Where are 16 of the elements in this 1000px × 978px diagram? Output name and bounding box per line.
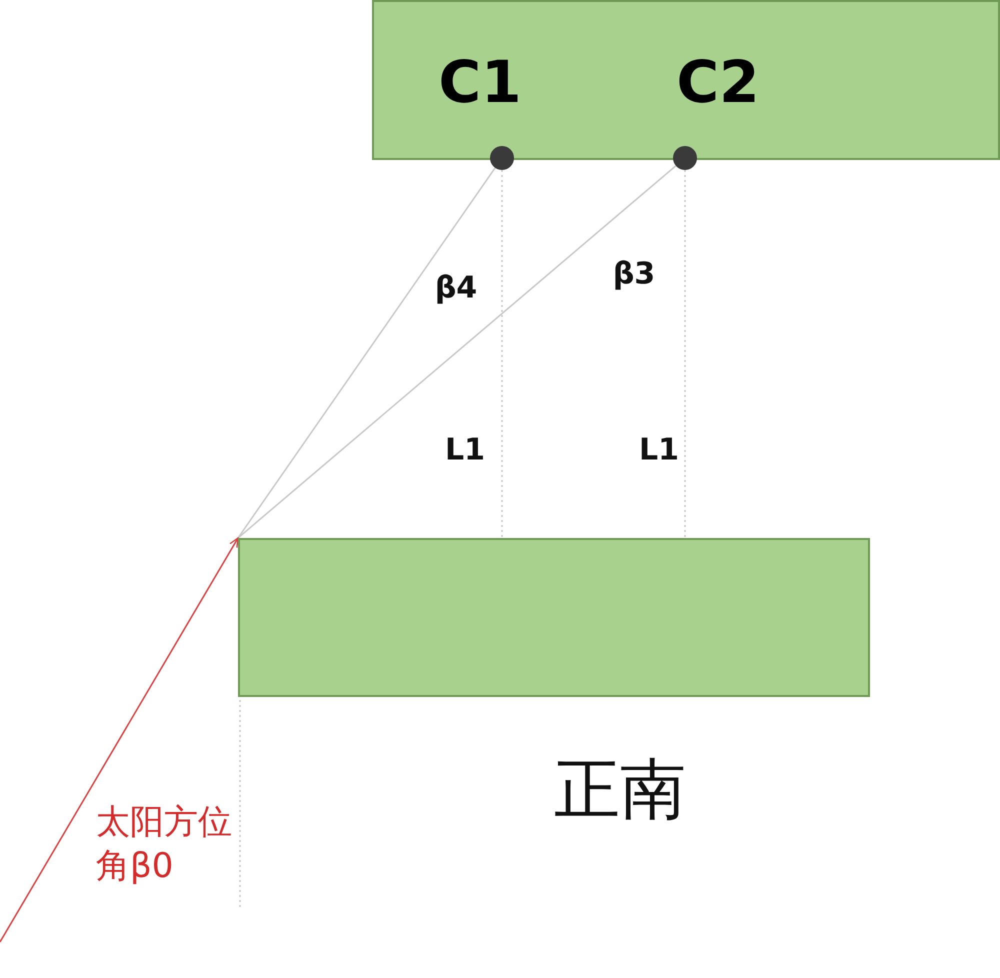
sight-line	[684, 170, 686, 538]
building-box	[372, 0, 1000, 160]
angle-label: β3	[612, 256, 656, 294]
sun-angle-label: 太阳方位角β0	[96, 801, 233, 888]
camera-dot	[490, 146, 514, 170]
distance-label: L1	[639, 432, 679, 470]
building-box	[238, 538, 870, 697]
angle-label: β4	[434, 270, 478, 308]
sight-line	[238, 165, 676, 539]
direction-label: 正南	[554, 750, 686, 830]
sight-line	[237, 167, 496, 538]
sight-line	[501, 170, 503, 538]
point-label: C1	[438, 53, 522, 111]
distance-label: L1	[445, 432, 485, 470]
sun-ray-arrow	[0, 537, 239, 942]
point-label: C2	[676, 53, 760, 111]
